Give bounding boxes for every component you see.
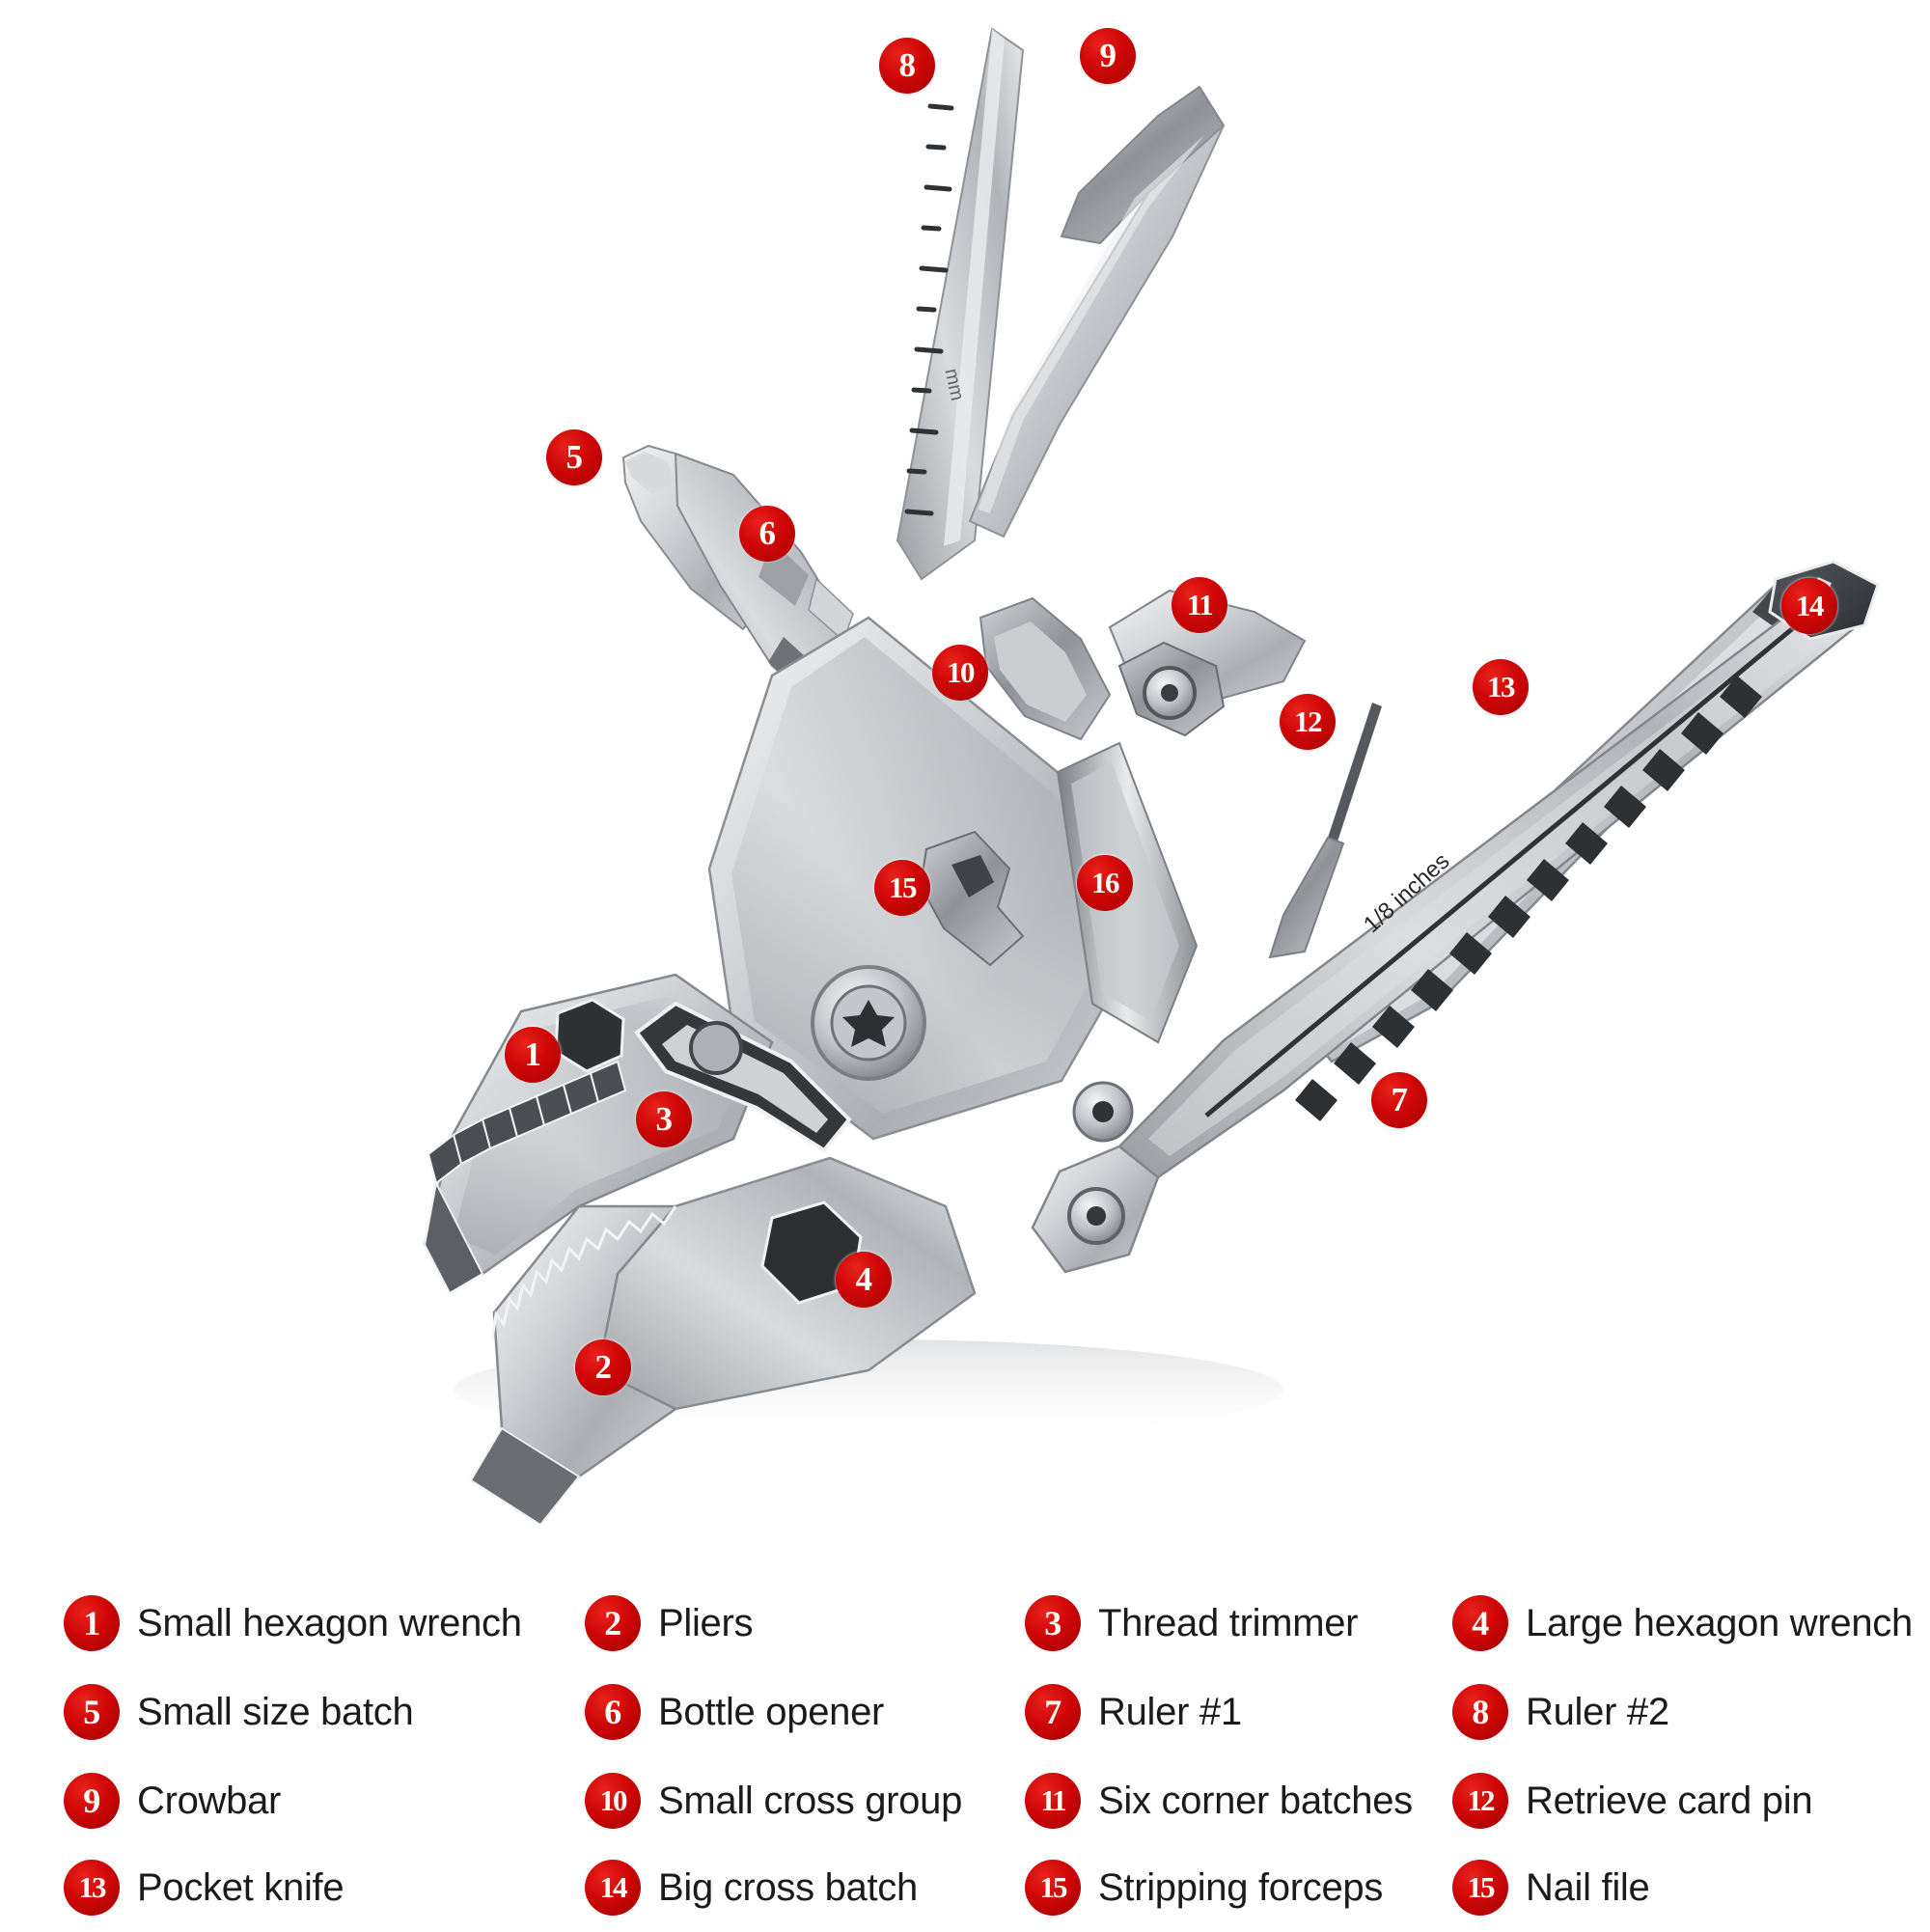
- secondary-pivot-screw: [1072, 1081, 1134, 1143]
- legend-badge-13: 13: [64, 1860, 120, 1916]
- tool-ruler-1-handle: [1031, 594, 1855, 1274]
- legend-label: Small hexagon wrench: [137, 1601, 522, 1644]
- callout-badge-14: 14: [1781, 578, 1837, 634]
- legend-row: 13 Pocket knife 14 Big cross batch 15 Strippi…: [0, 1843, 1930, 1932]
- legend-badge-1: 1: [64, 1595, 120, 1651]
- legend-badge-2: 2: [585, 1595, 641, 1651]
- legend-item-11: 11 Six corner batches: [1025, 1756, 1413, 1845]
- legend-label: Pliers: [658, 1601, 754, 1644]
- legend-panel: 1 Small hexagon wrench 2 Pliers 3 Thread trim…: [0, 1544, 1930, 1930]
- callout-badge-10: 10: [932, 645, 988, 701]
- legend-badge-5: 5: [64, 1684, 120, 1740]
- legend-label: Big cross batch: [658, 1865, 918, 1909]
- pivot-screw: [811, 965, 926, 1081]
- legend-badge-4: 4: [1452, 1595, 1508, 1651]
- tool-six-corner-batches: [1108, 589, 1307, 737]
- multitool-illustration: [423, 27, 1880, 1527]
- callout-badge-2: 2: [575, 1339, 631, 1395]
- legend-item-5: 5 Small size batch: [64, 1668, 414, 1756]
- legend-badge-3: 3: [1025, 1595, 1081, 1651]
- legend-badge-14: 14: [585, 1860, 641, 1916]
- legend-label: Nail file: [1526, 1865, 1650, 1909]
- tool-pliers-lower-jaw: [469, 1204, 678, 1527]
- legend-row: 5 Small size batch 6 Bottle opener 7 Ruler #1…: [0, 1668, 1930, 1756]
- callout-badge-15: 15: [874, 860, 930, 916]
- legend-item-15: 15 Nail file: [1452, 1843, 1650, 1932]
- legend-badge-15: 15: [1452, 1860, 1508, 1916]
- callout-badge-3: 3: [636, 1091, 692, 1147]
- tool-stripping-forceps: [919, 830, 1025, 967]
- legend-label: Pocket knife: [137, 1865, 345, 1909]
- legend-badge-15: 15: [1025, 1860, 1081, 1916]
- legend-item-2: 2 Pliers: [585, 1579, 754, 1668]
- legend-badge-6: 6: [585, 1684, 641, 1740]
- legend-label: Small cross group: [658, 1779, 963, 1822]
- callout-badge-6: 6: [739, 506, 795, 562]
- legend-label: Retrieve card pin: [1526, 1779, 1813, 1822]
- tool-ruler-2-blade: [896, 27, 1025, 581]
- legend-item-12: 12 Retrieve card pin: [1452, 1756, 1813, 1845]
- legend-item-6: 6 Bottle opener: [585, 1668, 884, 1756]
- legend-label: Large hexagon wrench: [1526, 1601, 1913, 1644]
- legend-item-7: 7 Ruler #1: [1025, 1668, 1242, 1756]
- callout-badge-9: 9: [1080, 28, 1136, 84]
- legend-item-10: 10 Small cross group: [585, 1756, 962, 1845]
- tool-thread-trimmer: [634, 1001, 852, 1153]
- legend-badge-8: 8: [1452, 1684, 1508, 1740]
- legend-row: 9 Crowbar 10 Small cross group 11 Six corner …: [0, 1756, 1930, 1845]
- tool-card-pin: [1268, 703, 1382, 959]
- legend-badge-12: 12: [1452, 1773, 1508, 1829]
- legend-badge-9: 9: [64, 1773, 120, 1829]
- legend-badge-7: 7: [1025, 1684, 1081, 1740]
- legend-badge-11: 11: [1025, 1773, 1081, 1829]
- legend-row: 1 Small hexagon wrench 2 Pliers 3 Thread trim…: [0, 1579, 1930, 1668]
- callout-badge-8: 8: [879, 38, 935, 94]
- legend-label: Crowbar: [137, 1779, 282, 1822]
- callout-badge-11: 11: [1172, 577, 1227, 633]
- legend-label: Thread trimmer: [1098, 1601, 1359, 1644]
- tool-small-cross-group: [979, 596, 1112, 741]
- callout-badge-7: 7: [1371, 1072, 1427, 1128]
- legend-item-14: 14 Big cross batch: [585, 1843, 918, 1932]
- legend-item-15: 15 Stripping forceps: [1025, 1843, 1383, 1932]
- legend-label: Ruler #2: [1526, 1690, 1669, 1733]
- callout-badge-4: 4: [836, 1252, 892, 1308]
- legend-item-4: 4 Large hexagon wrench: [1452, 1579, 1913, 1668]
- callout-badge-13: 13: [1473, 659, 1529, 715]
- legend-item-13: 13 Pocket knife: [64, 1843, 345, 1932]
- callout-badge-5: 5: [546, 429, 602, 485]
- legend-item-8: 8 Ruler #2: [1452, 1668, 1669, 1756]
- callout-badge-16: 16: [1077, 855, 1133, 911]
- tool-crowbar: [968, 85, 1226, 538]
- legend-badge-10: 10: [585, 1773, 641, 1829]
- legend-item-3: 3 Thread trimmer: [1025, 1579, 1358, 1668]
- legend-label: Small size batch: [137, 1690, 414, 1733]
- legend-label: Stripping forceps: [1098, 1865, 1384, 1909]
- legend-item-9: 9 Crowbar: [64, 1756, 281, 1845]
- legend-label: Six corner batches: [1098, 1779, 1413, 1822]
- callout-badge-12: 12: [1280, 694, 1336, 750]
- callout-badge-1: 1: [505, 1027, 561, 1083]
- legend-label: Ruler #1: [1098, 1690, 1242, 1733]
- legend-label: Bottle opener: [658, 1690, 885, 1733]
- legend-item-1: 1 Small hexagon wrench: [64, 1579, 522, 1668]
